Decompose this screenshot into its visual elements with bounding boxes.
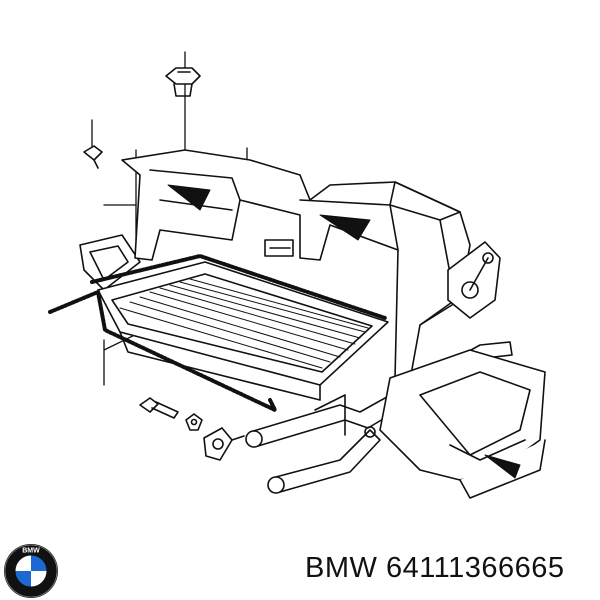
- flap-actuator-part: [447, 241, 501, 319]
- logo-lettering: BMW: [22, 548, 40, 555]
- nut-part: [185, 413, 203, 431]
- part-label: BMW 64111366665: [305, 552, 565, 585]
- bolt-part: [139, 397, 179, 419]
- foam-gasket-seal: [48, 254, 387, 412]
- bmw-logo-icon: BMW: [4, 544, 58, 598]
- footer-bar: BMW BMW 64111366665: [0, 540, 600, 600]
- heater-core-radiator: [97, 261, 389, 401]
- part-number: 64111366665: [385, 552, 565, 584]
- brand-name: BMW: [305, 552, 378, 584]
- exploded-parts-diagram: [48, 51, 546, 499]
- lower-air-duct: [379, 349, 546, 499]
- small-screw-part: [83, 145, 103, 169]
- top-clip-part: [165, 67, 201, 97]
- pipe-bracket-part: [203, 427, 245, 461]
